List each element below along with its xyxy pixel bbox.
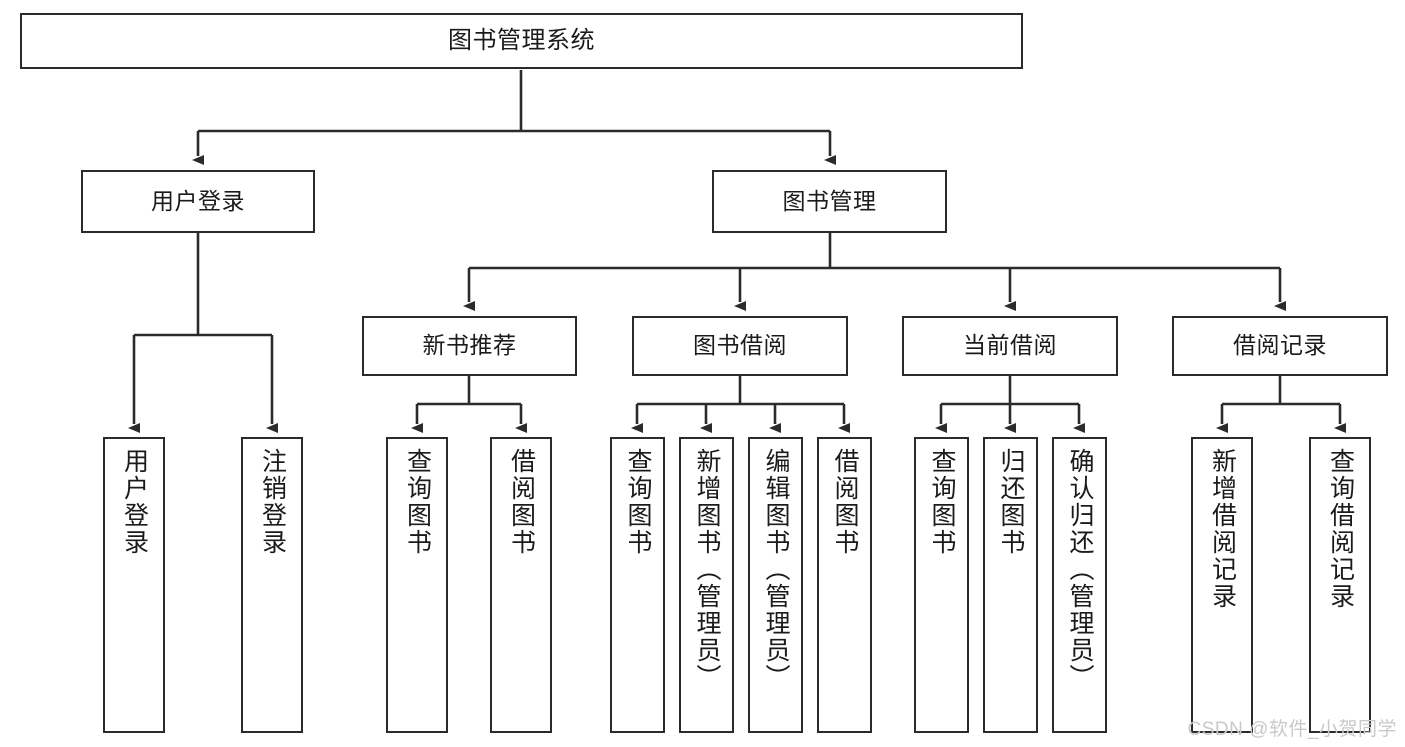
node-leaf-query-record-label: 查询借阅记录 [1326,448,1355,610]
node-leaf-borrow-book-1-label: 借阅图书 [507,448,536,556]
node-new-book-rec[interactable]: 新书推荐 [362,316,577,376]
node-leaf-edit-book[interactable]: 编辑图书（管理员） [748,437,803,733]
node-root-label: 图书管理系统 [448,26,595,54]
node-book-manage[interactable]: 图书管理 [712,170,947,233]
node-leaf-borrow-book-1[interactable]: 借阅图书 [490,437,552,733]
node-leaf-borrow-book-2[interactable]: 借阅图书 [817,437,872,733]
node-leaf-logout[interactable]: 注销登录 [241,437,303,733]
node-leaf-return-book[interactable]: 归还图书 [983,437,1038,733]
node-leaf-add-record-label: 新增借阅记录 [1208,448,1237,610]
node-user-login[interactable]: 用户登录 [81,170,315,233]
node-borrow-record[interactable]: 借阅记录 [1172,316,1388,376]
node-borrow-record-label: 借阅记录 [1233,332,1327,359]
node-leaf-query-book-2-label: 查询图书 [624,448,652,556]
node-leaf-query-record[interactable]: 查询借阅记录 [1309,437,1371,733]
watermark: CSDN @软件_小贺同学 [1187,719,1397,740]
node-leaf-query-book-3[interactable]: 查询图书 [914,437,969,733]
node-current-borrow[interactable]: 当前借阅 [902,316,1118,376]
node-book-manage-label: 图书管理 [782,187,877,214]
node-leaf-confirm-return-label: 确认归还（管理员） [1066,448,1094,691]
node-leaf-query-book-3-label: 查询图书 [928,448,956,556]
node-book-borrow-label: 图书借阅 [693,332,787,359]
node-leaf-add-record[interactable]: 新增借阅记录 [1191,437,1253,733]
node-leaf-query-book-1[interactable]: 查询图书 [386,437,448,733]
node-book-borrow[interactable]: 图书借阅 [632,316,848,376]
node-leaf-edit-book-label: 编辑图书（管理员） [762,448,790,691]
node-leaf-query-book-2[interactable]: 查询图书 [610,437,665,733]
node-new-book-rec-label: 新书推荐 [422,332,517,359]
node-leaf-user-login-label: 用户登录 [120,448,149,556]
node-leaf-return-book-label: 归还图书 [997,448,1025,556]
node-user-login-label: 用户登录 [151,187,245,214]
node-leaf-logout-label: 注销登录 [258,448,287,556]
node-leaf-confirm-return[interactable]: 确认归还（管理员） [1052,437,1107,733]
node-leaf-borrow-book-2-label: 借阅图书 [831,448,859,556]
node-root[interactable]: 图书管理系统 [20,13,1023,69]
node-leaf-add-book-label: 新增图书（管理员） [693,448,721,691]
node-leaf-add-book[interactable]: 新增图书（管理员） [679,437,734,733]
node-leaf-query-book-1-label: 查询图书 [403,448,432,556]
node-leaf-user-login[interactable]: 用户登录 [103,437,165,733]
node-current-borrow-label: 当前借阅 [963,332,1057,359]
